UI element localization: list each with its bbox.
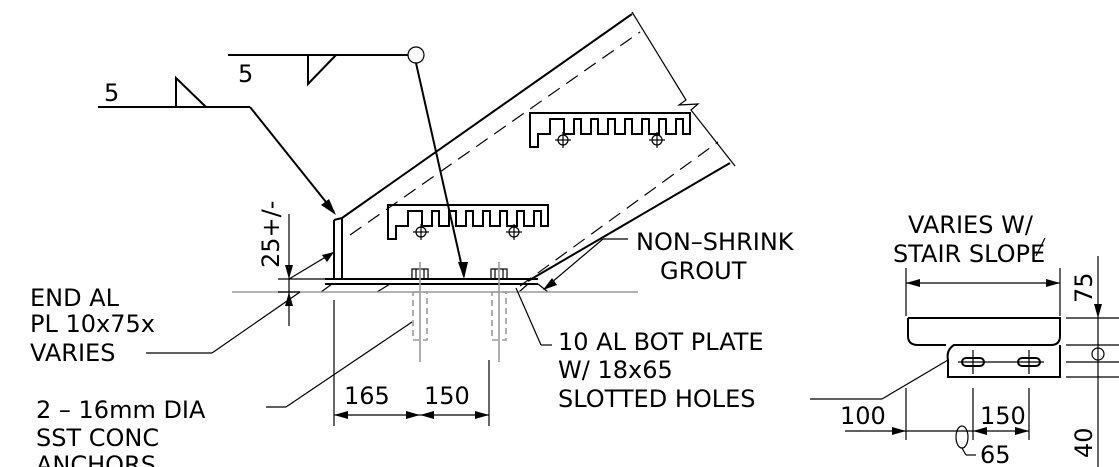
end-plate-label-line-1: END AL bbox=[30, 284, 120, 312]
grout-callout: NON–SHRINK GROUT bbox=[543, 228, 795, 290]
end-plate-label-line-3: VARIES bbox=[30, 339, 115, 367]
detail-slot-spacing-label: 150 bbox=[980, 402, 1026, 430]
end-plate-label-line-2: PL 10x75x bbox=[30, 310, 155, 338]
grout-thickness-dimension: 25+/- bbox=[257, 201, 335, 326]
bottom-plate-callout: 10 AL BOT PLATE W/ 18x65 SLOTTED HOLES bbox=[515, 287, 949, 413]
anchors-label-line-2: SST CONC bbox=[36, 424, 159, 452]
anchors-label-line-1: 2 – 16mm DIA bbox=[36, 396, 206, 424]
detail-height-bottom-label: 40 bbox=[1070, 427, 1098, 458]
end-plate bbox=[333, 217, 343, 279]
end-plate-callout: END AL PL 10x75x VARIES bbox=[30, 284, 301, 367]
grout-label-line-1: NON–SHRINK bbox=[636, 228, 795, 256]
anchor-left bbox=[411, 262, 429, 362]
detail-width-label-line-2: STAIR SLOPE bbox=[893, 240, 1045, 268]
detail-slot-length-label: 65 bbox=[980, 441, 1011, 467]
detail-height-top-label: 75 bbox=[1070, 272, 1098, 303]
detail-left-dimension-label: 100 bbox=[840, 402, 886, 430]
grout-label-line-2: GROUT bbox=[660, 257, 747, 285]
anchor-right bbox=[490, 262, 508, 362]
anchor-spacing-1-label: 165 bbox=[344, 382, 390, 410]
base-plate-detail: VARIES W/ STAIR SLOPE 75 40 100 150 bbox=[840, 211, 1119, 467]
anchors-label-line-3: ANCHORS bbox=[36, 451, 156, 467]
stair-tread-upper bbox=[529, 112, 691, 148]
anchor-spacing-2-label: 150 bbox=[424, 382, 470, 410]
anchors-callout: 2 – 16mm DIA SST CONC ANCHORS bbox=[36, 321, 413, 467]
anchor-spacing-dimension: 165 150 bbox=[333, 300, 490, 426]
weld-size-upper: 5 bbox=[238, 60, 253, 88]
bottom-plate-label-line-3: SLOTTED HOLES bbox=[558, 385, 756, 413]
bottom-plate bbox=[320, 278, 549, 293]
detail-width-label-line-1: VARIES W/ bbox=[908, 211, 1034, 239]
stair-stringer bbox=[341, 11, 736, 287]
bottom-plate-label-line-2: W/ 18x65 bbox=[558, 356, 673, 384]
stair-tread-lower bbox=[387, 204, 549, 240]
grout-thickness-label: 25+/- bbox=[257, 201, 285, 268]
bottom-plate-label-line-1: 10 AL BOT PLATE bbox=[558, 328, 764, 356]
weld-symbol-upper: 5 bbox=[228, 46, 468, 279]
weld-symbol-lower: 5 bbox=[98, 75, 336, 215]
weld-size-lower: 5 bbox=[104, 79, 119, 107]
